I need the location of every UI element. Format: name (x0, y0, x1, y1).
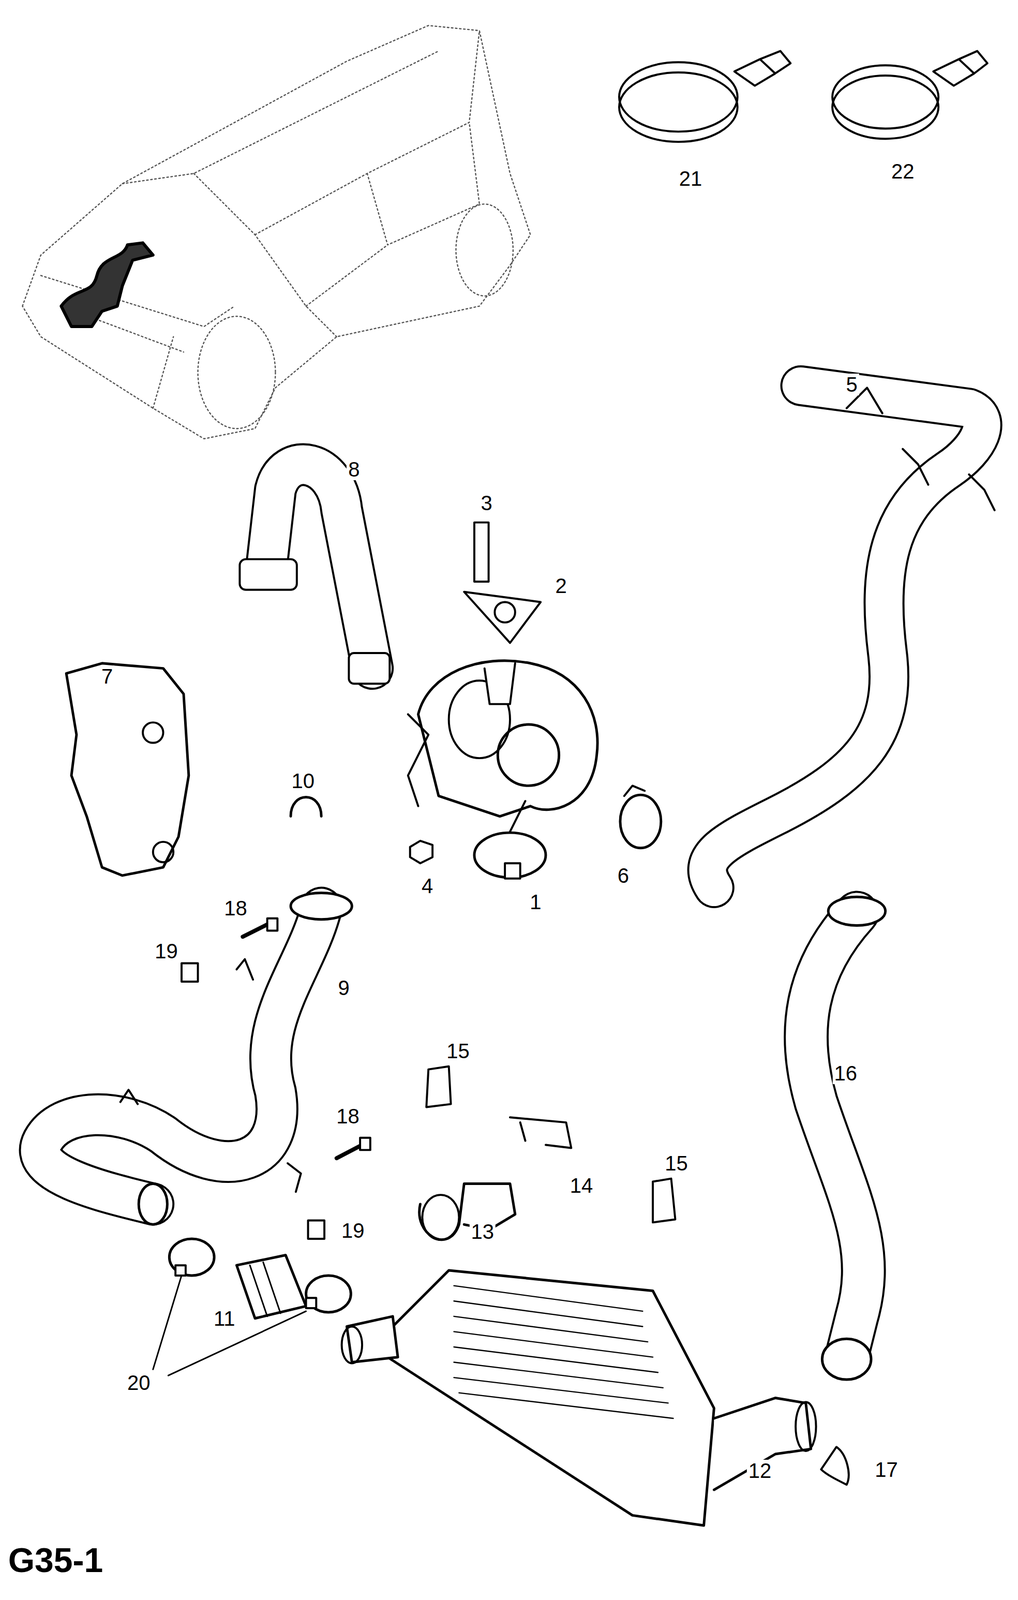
callout-number: 22 (889, 160, 917, 183)
callout-number: 6 (616, 864, 631, 887)
callout-number: 19 (153, 939, 180, 962)
callout-number: 2 (553, 574, 568, 597)
callout-number: 3 (478, 491, 494, 514)
callout-number: 17 (873, 1458, 900, 1480)
callout-number: 18 (334, 1104, 362, 1127)
callout-number: 5 (844, 373, 859, 396)
callout-number: 9 (336, 976, 351, 999)
callout-number: 21 (677, 167, 705, 190)
callout-number: 13 (469, 1220, 496, 1242)
callout-number: 10 (289, 769, 317, 792)
callout-number: 15 (663, 1151, 690, 1174)
callout-number: 15 (444, 1039, 472, 1062)
callout-number: 7 (99, 665, 115, 687)
callout-number: 19 (339, 1219, 367, 1241)
callout-number: 20 (125, 1371, 153, 1394)
callout-number: 4 (420, 874, 435, 897)
callout-number: 18 (222, 896, 249, 919)
callout-number: 1 (528, 890, 543, 913)
callout-number: 16 (832, 1061, 859, 1084)
figure-code: G35-1 (8, 1542, 103, 1577)
callout-number: 12 (746, 1459, 774, 1481)
callout-number: 14 (568, 1174, 595, 1196)
callout-number: 11 (212, 1307, 237, 1329)
callout-number: 8 (346, 458, 362, 481)
